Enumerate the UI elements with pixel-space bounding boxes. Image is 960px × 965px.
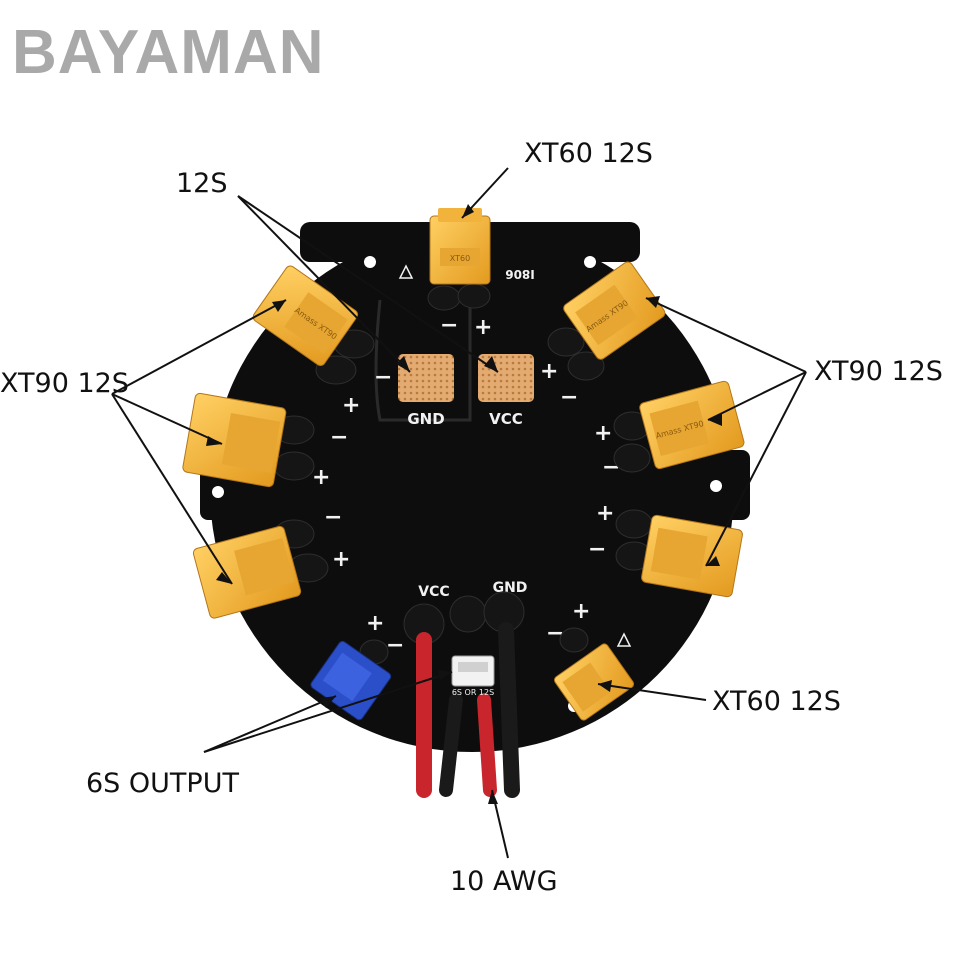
callout-6s-output: 6S OUTPUT	[86, 768, 239, 799]
svg-text:XT60: XT60	[450, 254, 470, 263]
svg-text:6S OR 12S: 6S OR 12S	[452, 688, 494, 697]
xt90-right-connector-3	[641, 514, 743, 598]
gnd-pad-label: GND	[407, 410, 444, 428]
xt60-top-connector: XT60	[429, 208, 491, 285]
callout-12s-pads: 12S	[176, 168, 228, 199]
mounting-hole	[364, 256, 376, 268]
callout-xt60-top: XT60 12S	[524, 138, 653, 169]
callout-10-awg: 10 AWG	[450, 866, 558, 897]
xt90-left-connector-3	[192, 525, 302, 619]
vcc-pad-label: VCC	[489, 410, 523, 428]
svg-text:+: +	[366, 611, 384, 636]
xt90-left-connector-2	[182, 392, 287, 488]
svg-text:+: +	[332, 547, 350, 572]
svg-text:−: −	[588, 537, 606, 562]
warning-icon	[616, 632, 632, 647]
xt90-right-connector-1: Amass XT90	[563, 261, 666, 360]
solder-joints	[273, 283, 653, 665]
mounting-hole	[710, 480, 722, 492]
svg-text:+: +	[312, 465, 330, 490]
svg-text:+: +	[474, 315, 492, 340]
vcc-bottom-label: VCC	[418, 584, 449, 600]
callout-xt90-left: XT90 12S	[0, 368, 129, 399]
power-leads	[416, 622, 520, 798]
warning-icon	[398, 264, 414, 279]
svg-text:+: +	[596, 501, 614, 526]
svg-text:−: −	[560, 385, 578, 410]
svg-text:+: +	[342, 393, 360, 418]
svg-text:−: −	[374, 365, 392, 390]
svg-text:+: +	[594, 421, 612, 446]
xt60-bottom-connector	[553, 643, 635, 721]
svg-text:−: −	[386, 633, 404, 658]
svg-text:+: +	[572, 599, 590, 624]
brand-watermark: BAYAMAN	[12, 18, 325, 87]
callout-xt60-bottom: XT60 12S	[712, 686, 841, 717]
mounting-hole	[584, 256, 596, 268]
svg-text:−: −	[330, 425, 348, 450]
svg-text:−: −	[440, 313, 458, 338]
svg-text:−: −	[324, 505, 342, 530]
callout-arrowheads	[206, 204, 722, 804]
part-code: I806	[505, 267, 535, 281]
xt90-left-connector-1: Amass XT90	[252, 265, 359, 366]
callout-lines	[111, 167, 807, 859]
mounting-hole	[212, 486, 224, 498]
xt90-right-connector-2: Amass XT90	[639, 380, 745, 470]
gnd-pad	[398, 354, 454, 402]
voltage-select-jumper: 6S OR 12S	[451, 655, 495, 697]
callout-xt90-right: XT90 12S	[814, 356, 943, 387]
svg-text:+: +	[540, 359, 558, 384]
vcc-pad	[478, 354, 534, 402]
